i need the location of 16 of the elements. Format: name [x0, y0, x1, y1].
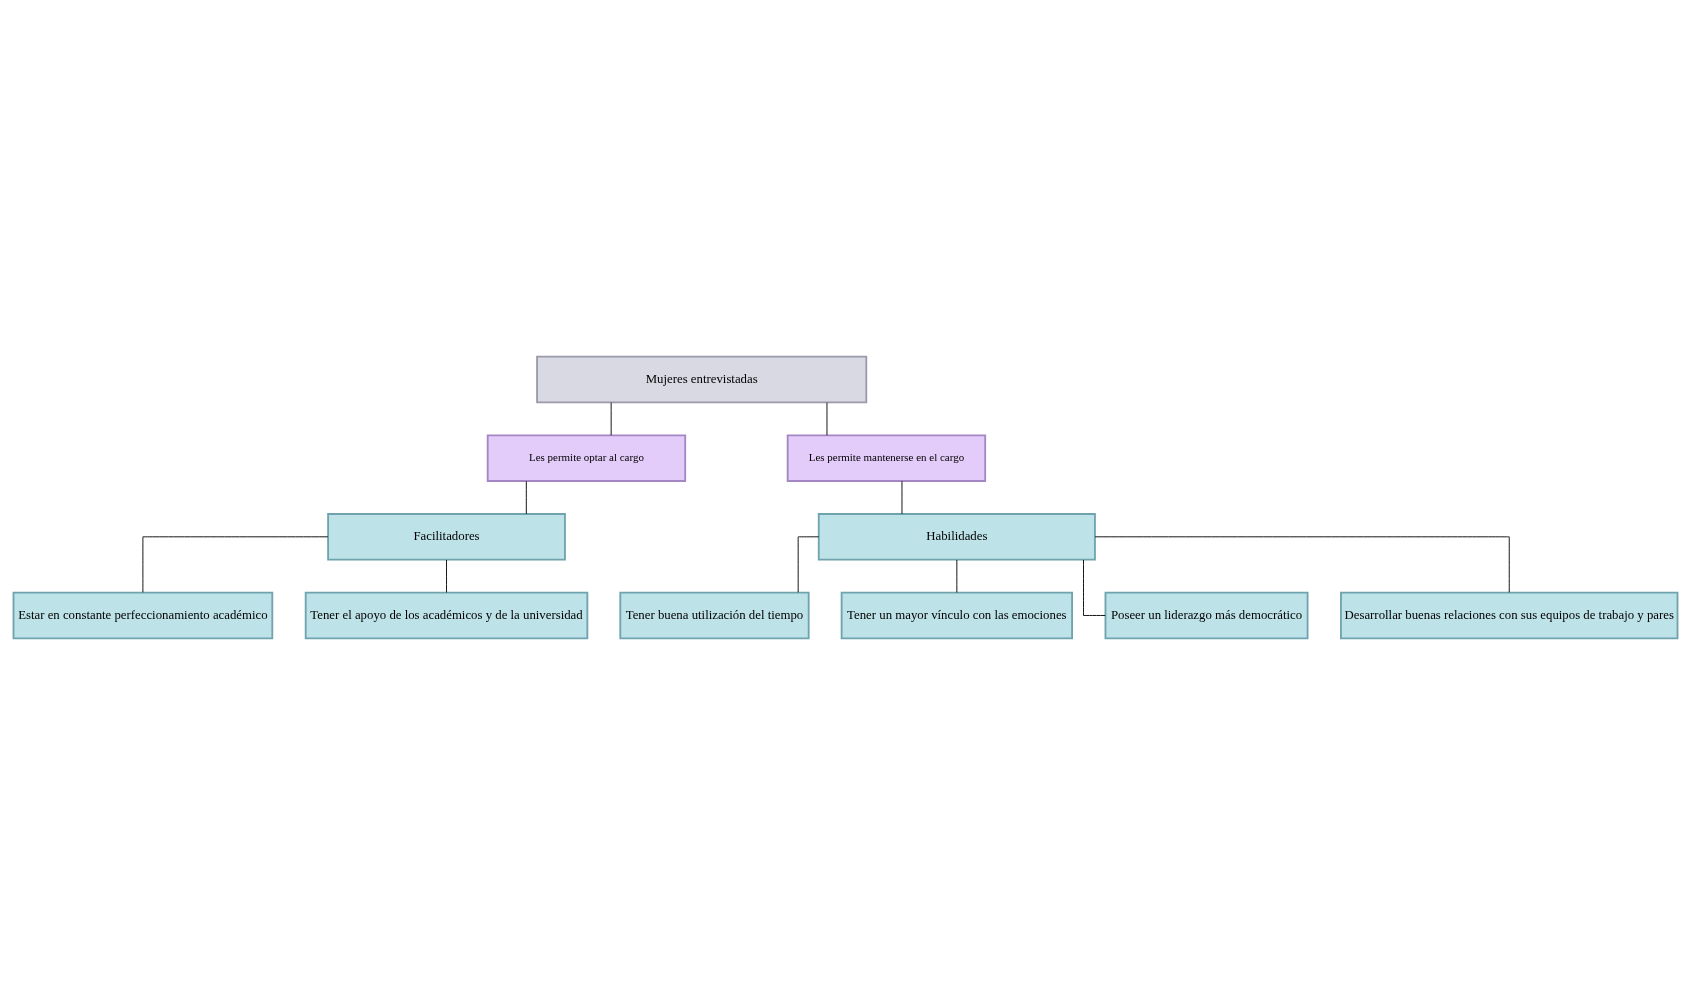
node-box: Tener buena utilización del tiempo: [619, 591, 810, 640]
node-box: Habilidades: [817, 513, 1096, 561]
node-box: Desarrollar buenas relaciones con sus equipos de trabajo y pares: [1340, 591, 1679, 640]
connector: [525, 480, 527, 515]
node-box: Les permite optar al cargo: [486, 434, 687, 482]
node-box: Tener el apoyo de los académicos y de la universidad: [304, 591, 589, 640]
connector: [1083, 559, 1106, 616]
node-box: Facilitadores: [327, 513, 566, 561]
node-box: Les permite mantenerse en el cargo: [786, 434, 987, 482]
node-box: Mujeres entrevistadas: [536, 355, 868, 404]
connector: [956, 559, 958, 593]
connector: [446, 559, 447, 593]
node-box: Tener un mayor vínculo con las emociones: [840, 591, 1073, 640]
node-box: Estar en constante perfeccionamiento académico: [12, 591, 274, 640]
node-box: Poseer un liderazgo más democrático: [1104, 591, 1309, 640]
connector: [1094, 536, 1510, 593]
